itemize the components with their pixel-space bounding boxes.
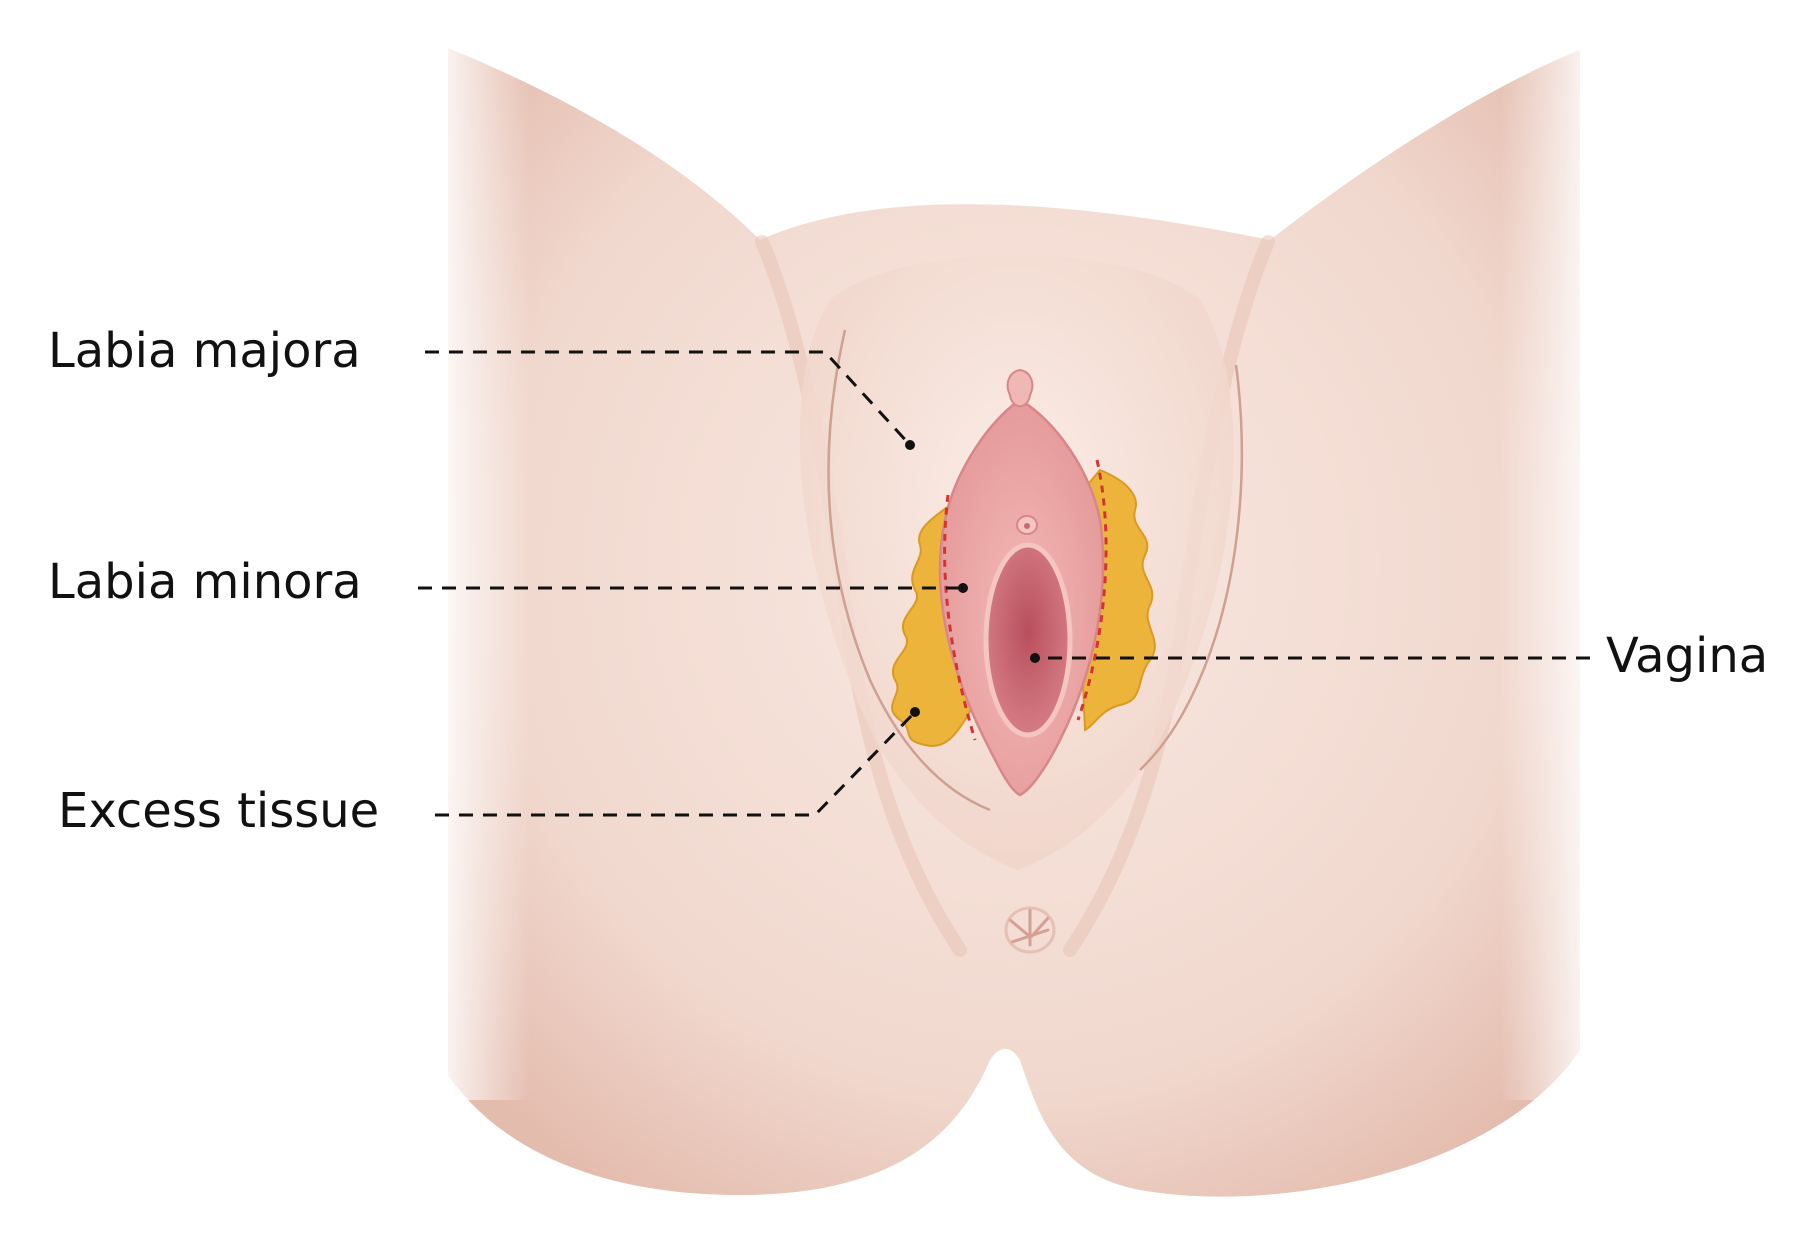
labia-majora-right-edge — [1139, 364, 1244, 771]
leader-lines — [418, 350, 1590, 817]
label-excess-tissue: Excess tissue — [58, 783, 380, 839]
label-labia-minora: Labia minora — [48, 554, 362, 610]
dot-vagina — [1030, 653, 1040, 663]
leader-excess-tissue — [435, 710, 917, 817]
label-vagina: Vagina — [1606, 628, 1769, 684]
label-labia-majora: Labia majora — [48, 323, 361, 379]
labia-majora-left-edge — [827, 329, 991, 812]
vaginal-opening — [983, 542, 1073, 738]
dot-labia-majora — [905, 440, 915, 450]
dot-labia-minora — [958, 583, 968, 593]
leader-dots — [905, 440, 1040, 717]
dot-excess-tissue — [910, 707, 920, 717]
leader-labia-majora — [425, 350, 912, 447]
anus — [1008, 908, 1050, 947]
clitoral-hood — [1006, 368, 1034, 408]
cut-line-left — [943, 494, 977, 741]
cut-line-right — [1076, 459, 1108, 721]
